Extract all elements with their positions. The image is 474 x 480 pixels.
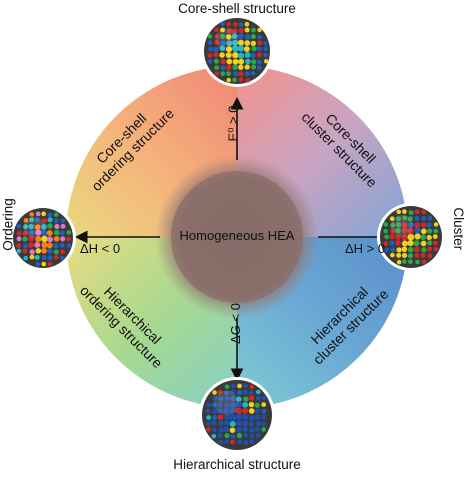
particle-hierarchical-image xyxy=(199,377,275,453)
particle-ordering-image xyxy=(10,205,76,271)
axis-label-left: ΔH < 0 xyxy=(80,241,121,256)
particle-core-shell-image xyxy=(201,15,273,87)
center-label: Homogeneous HEA xyxy=(179,228,295,243)
title-ordering: Ordering xyxy=(0,198,16,251)
title-cluster: Cluster xyxy=(450,207,466,251)
axis-label-right: ΔH > 0 xyxy=(345,241,386,256)
title-core-shell: Core-shell structure xyxy=(178,1,296,16)
title-hierarchical: Hierarchical structure xyxy=(173,457,301,472)
particle-cluster-image xyxy=(377,203,445,271)
axis-label-up: E⁰ > 0 xyxy=(225,105,241,142)
axis-label-down: ΔG < 0 xyxy=(227,303,243,344)
